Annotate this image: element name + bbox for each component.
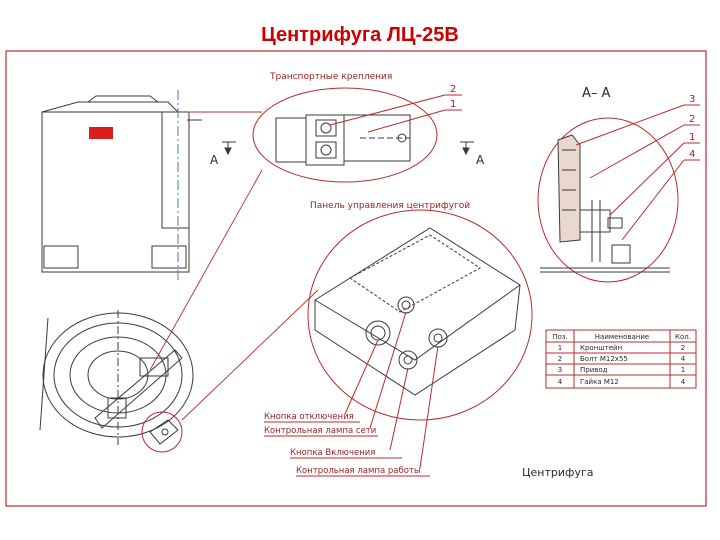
table-cell: Привод [580,366,608,374]
table-header-name: Наименование [595,333,649,341]
table-cell: 2 [558,355,562,363]
section-label: А– А [582,86,611,101]
transport-callout-1: 1 [450,99,456,110]
transport-callout-2: 2 [450,84,456,95]
drawing-frame [5,50,707,507]
table-cell: 3 [558,366,562,374]
table-cell: 4 [681,355,686,363]
control-panel [314,227,521,396]
cut-label-left: А [210,153,219,167]
table-header-pos: Поз. [552,333,568,341]
section-callouts [575,104,700,241]
transport-detail-circle [252,87,438,183]
cut-marker-right [460,141,474,156]
top-view-panel-mini [149,419,179,445]
panel-label: Панель управления центрифугой [310,201,470,211]
table-cell: 1 [558,344,562,352]
table-cell: 1 [681,366,685,374]
section-drawing [540,134,670,273]
drawing-caption: Центрифуга [522,466,593,479]
label-button-off: Кнопка отключения [264,412,354,422]
centrifuge-top-view [39,310,194,445]
table-cell: Гайка М12 [580,378,619,386]
table-header-qty: Кол. [675,333,691,341]
label-lamp-net: Контрольная лампа сети [264,426,376,436]
table-cell: Болт М12х55 [580,355,628,363]
detail-leaders [149,111,319,421]
section-callout-1: 1 [689,132,695,143]
table-cell: 4 [558,378,563,386]
section-detail-circle [537,117,679,283]
spec-table: Поз. Наименование Кол. 1 Кронштейн 2 2 Б… [545,329,697,389]
panel-lamp-work [428,328,448,348]
cut-label-right: А [476,153,485,167]
table-cell: Кронштейн [580,344,622,352]
transport-bracket [275,114,411,166]
centrifuge-side-view [41,90,202,280]
section-callout-4: 4 [689,149,695,160]
red-indicator-block [89,127,113,139]
section-callout-2: 2 [689,114,695,125]
transport-label: Транспортные крепления [269,72,392,82]
top-view-detail-circle [141,411,183,453]
table-cell: 2 [681,344,685,352]
label-lamp-work: Контрольная лампа работы [296,466,421,476]
panel-detail-circle [307,209,533,421]
label-button-on: Кнопка Включения [290,448,375,458]
panel-lamp-net [397,296,415,314]
transport-callouts [329,94,462,133]
panel-leaders [264,311,439,477]
table-cell: 4 [681,378,686,386]
page-title: Центрифуга ЛЦ-25В [261,24,459,46]
cut-marker-left [222,141,236,156]
section-callout-3: 3 [689,94,695,105]
